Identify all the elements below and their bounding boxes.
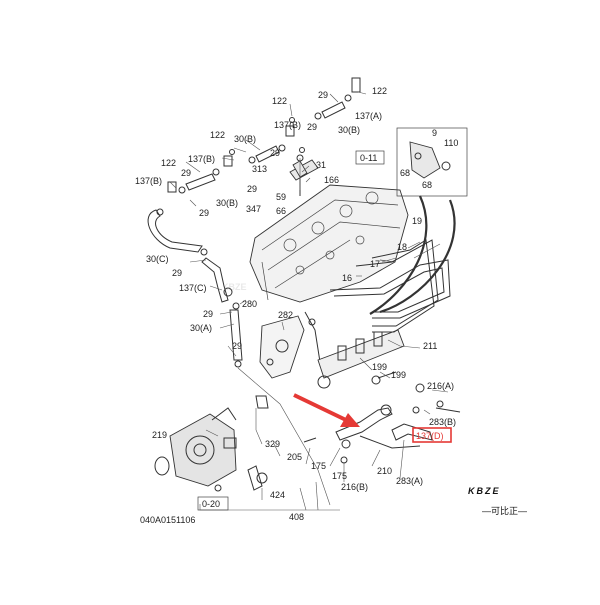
label-29: 29	[270, 148, 280, 158]
ref-box-011	[355, 150, 385, 165]
label-17: 17	[370, 259, 380, 269]
label-122: 122	[161, 158, 176, 168]
label-199: 199	[372, 362, 387, 372]
label-137b: 137(B)	[188, 154, 215, 164]
label-30b: 30(B)	[338, 125, 360, 135]
label-282: 282	[278, 310, 293, 320]
leader-lines	[169, 91, 449, 511]
part-labels: 122 137(A) 29 30(B) 122 137(B) 29 30(B) …	[135, 86, 458, 522]
label-29: 29	[247, 184, 257, 194]
label-137b: 137(B)	[135, 176, 162, 186]
label-211: 211	[423, 341, 437, 351]
label-29: 29	[181, 168, 191, 178]
label-29: 29	[232, 341, 242, 351]
label-0-20: 0-20	[202, 499, 220, 509]
label-29: 29	[307, 122, 317, 132]
label-424: 424	[270, 490, 285, 500]
label-66: 66	[276, 206, 286, 216]
label-30b: 30(B)	[234, 134, 256, 144]
logo-text: KBZE	[468, 486, 501, 496]
label-216b: 216(B)	[341, 482, 368, 492]
label-210: 210	[377, 466, 392, 476]
label-30c: 30(C)	[146, 254, 169, 264]
cylinder-head	[249, 184, 409, 303]
label-122: 122	[210, 130, 225, 140]
label-9: 9	[432, 128, 437, 138]
label-68: 68	[422, 180, 432, 190]
label-137a: 137(A)	[355, 111, 382, 121]
drawing-code: 040A0151106	[140, 515, 195, 525]
label-122: 122	[272, 96, 287, 106]
label-166: 166	[324, 175, 339, 185]
label-110: 110	[444, 138, 458, 148]
bracket-inset	[369, 127, 468, 315]
label-137d: 137(D)	[416, 431, 444, 441]
label-216a: 216(A)	[427, 381, 454, 391]
label-18: 18	[397, 242, 407, 252]
hp-pipe-137d	[335, 400, 461, 449]
highlight-arrow	[293, 393, 360, 427]
label-175: 175	[332, 471, 347, 481]
hose-30a	[229, 302, 243, 368]
label-205: 205	[287, 452, 302, 462]
label-329: 329	[265, 439, 280, 449]
label-137c: 137(C)	[179, 283, 207, 293]
label-137b: 137(B)	[274, 120, 301, 130]
brand-logo: KBZE —可比正—	[468, 486, 527, 516]
label-29: 29	[172, 268, 182, 278]
label-29: 29	[199, 208, 209, 218]
injector	[289, 147, 319, 196]
label-199: 199	[391, 370, 406, 380]
label-0-11: 0-11	[360, 153, 377, 163]
injection-pipes	[329, 239, 451, 333]
label-68: 68	[400, 168, 410, 178]
label-30b: 30(B)	[216, 198, 238, 208]
injection-pump	[154, 407, 237, 487]
highlight-box-137d	[412, 427, 452, 443]
common-rail	[317, 329, 425, 393]
return-hose-top	[167, 77, 361, 194]
watermark-text: KBZE	[222, 282, 247, 292]
label-29: 29	[203, 309, 213, 319]
ref-box-020	[197, 496, 229, 511]
label-347: 347	[246, 204, 261, 214]
logo-subtext: —可比正—	[482, 505, 527, 516]
label-313: 313	[252, 164, 267, 174]
label-30a: 30(A)	[190, 323, 212, 333]
label-31: 31	[316, 160, 326, 170]
label-283a: 283(A)	[396, 476, 423, 486]
label-280: 280	[242, 299, 257, 309]
bracket-282	[259, 311, 321, 379]
label-219: 219	[152, 430, 167, 440]
label-19: 19	[412, 216, 422, 226]
label-29: 29	[318, 90, 328, 100]
label-59: 59	[276, 192, 286, 202]
label-16: 16	[342, 273, 352, 283]
hose-30c	[147, 208, 233, 303]
label-122: 122	[372, 86, 387, 96]
label-408: 408	[289, 512, 304, 522]
label-175: 175	[311, 461, 326, 471]
label-283b: 283(B)	[429, 417, 456, 427]
